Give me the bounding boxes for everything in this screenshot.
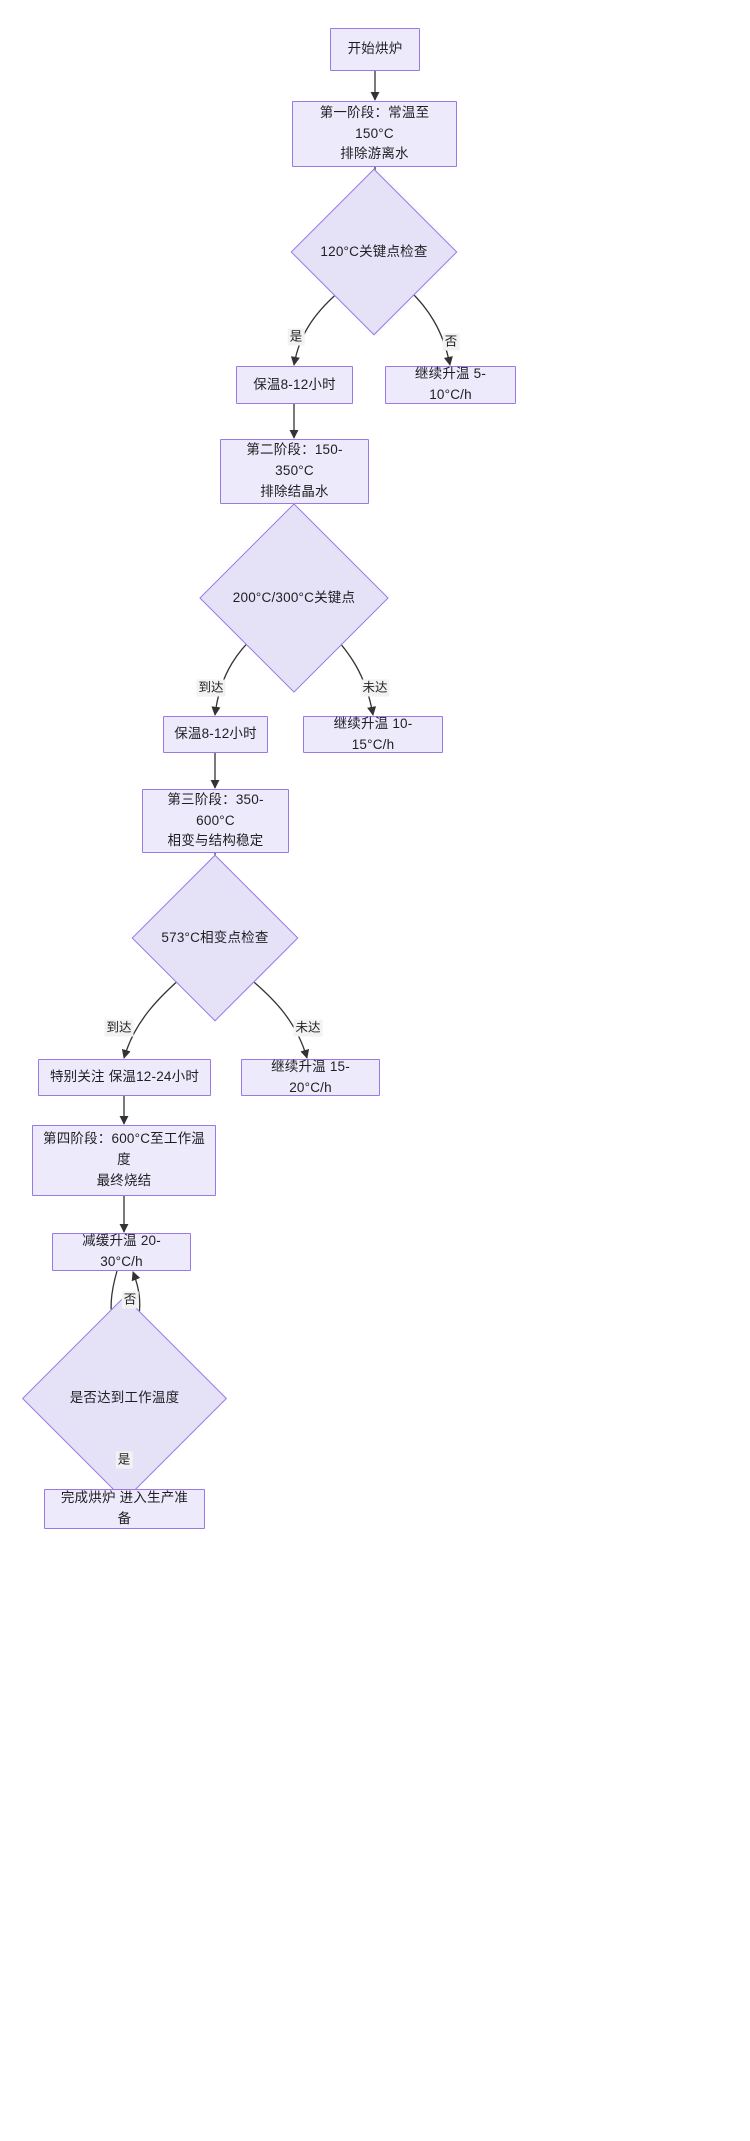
node-check200[interactable]: 200°C/300°C关键点 — [199, 503, 389, 693]
node-hold3-label: 特别关注 保温12-24小时 — [49, 1069, 200, 1085]
node-stage3-label: 第三阶段：350-600°C 相变与结构稳定 — [167, 791, 264, 849]
node-check573-label: 573°C相变点检查 — [161, 929, 269, 945]
node-stage4-label: 第四阶段：600°C至工作温 度 最终烧结 — [43, 1131, 205, 1188]
node-stage2-label: 第二阶段：150-350°C 排除结晶水 — [246, 442, 343, 499]
node-check120-label: 120°C关键点检查 — [320, 243, 428, 259]
node-ramp1-label: 继续升温 5-10°C/h — [414, 366, 487, 402]
edge-label-checkwork-yes: 是 — [115, 1451, 133, 1469]
node-hold2[interactable]: 保温8-12小时 — [163, 716, 268, 753]
node-finish-label: 完成烘炉 进入生产准备 — [60, 1490, 189, 1526]
edge-label-checkwork-no: 否 — [121, 1291, 139, 1309]
edge-label-check573-no: 未达 — [293, 1019, 323, 1037]
edge-label-check200-no: 未达 — [360, 679, 390, 697]
node-hold3[interactable]: 特别关注 保温12-24小时 — [38, 1059, 211, 1096]
node-ramp1[interactable]: 继续升温 5-10°C/h — [385, 366, 516, 404]
node-start-label: 开始烘炉 — [347, 41, 403, 57]
edge-label-check120-yes: 是 — [287, 328, 305, 346]
node-ramp3-label: 继续升温 15-20°C/h — [271, 1058, 350, 1095]
edge-label-check573-yes: 到达 — [104, 1019, 134, 1037]
node-ramp3[interactable]: 继续升温 15-20°C/h — [241, 1059, 380, 1096]
node-stage2[interactable]: 第二阶段：150-350°C 排除结晶水 — [220, 439, 369, 504]
node-check120[interactable]: 120°C关键点检查 — [290, 168, 458, 336]
node-check573[interactable]: 573°C相变点检查 — [131, 854, 299, 1022]
node-check200-label: 200°C/300°C关键点 — [232, 589, 356, 605]
node-finish[interactable]: 完成烘炉 进入生产准备 — [44, 1489, 205, 1529]
node-start[interactable]: 开始烘炉 — [330, 28, 420, 71]
node-hold1[interactable]: 保温8-12小时 — [236, 366, 353, 404]
node-ramp2[interactable]: 继续升温 10-15°C/h — [303, 716, 443, 753]
edge-label-check120-no: 否 — [442, 333, 460, 351]
node-ramp2-label: 继续升温 10-15°C/h — [333, 715, 413, 752]
node-slowramp-label: 减缓升温 20-30°C/h — [82, 1233, 161, 1269]
node-stage1-label: 第一阶段：常温至150°C 排除游离水 — [319, 104, 430, 162]
node-stage3[interactable]: 第三阶段：350-600°C 相变与结构稳定 — [142, 789, 289, 853]
node-stage1[interactable]: 第一阶段：常温至150°C 排除游离水 — [292, 101, 457, 167]
node-slowramp[interactable]: 减缓升温 20-30°C/h — [52, 1233, 191, 1271]
node-hold2-label: 保温8-12小时 — [174, 726, 257, 742]
edge-label-check200-yes: 到达 — [196, 679, 226, 697]
node-checkwork-label: 是否达到工作温度 — [69, 1390, 180, 1406]
node-hold1-label: 保温8-12小时 — [253, 376, 336, 392]
node-stage4[interactable]: 第四阶段：600°C至工作温 度 最终烧结 — [32, 1125, 216, 1196]
node-checkwork[interactable]: 是否达到工作温度 — [21, 1295, 228, 1502]
